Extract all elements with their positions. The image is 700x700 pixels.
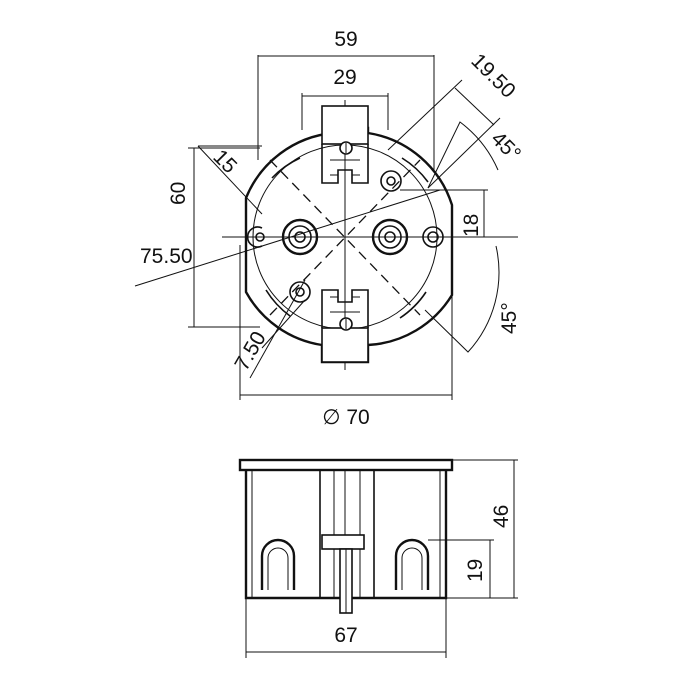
slot-left [260, 538, 296, 590]
post-clamp [321, 534, 365, 550]
bottom-clamp [321, 327, 369, 363]
angle-arc-top [427, 121, 499, 189]
centerline-diag-1 [269, 159, 421, 316]
top-clamp-inner [321, 144, 369, 184]
centerline-diag-2 [269, 159, 421, 316]
right-boss [371, 218, 409, 256]
slot-upper-right [401, 157, 429, 183]
bottom-clamp-notch [330, 296, 360, 313]
angle-arc-bottom [424, 245, 500, 353]
dim-19-label: 19 [464, 559, 487, 582]
dim-18-label: 18 [460, 214, 483, 237]
left-boss [281, 218, 319, 256]
dim-59-label: 59 [334, 28, 357, 51]
right-small-hole [422, 226, 444, 248]
side-view: 46 19 67 [238, 458, 518, 658]
dim-29-label: 29 [333, 66, 356, 89]
dim-19-50-label: 19.50 [466, 49, 519, 102]
angle-bottom-label: 45° [498, 302, 521, 334]
dim-46-label: 46 [490, 505, 513, 528]
dimline-7-50 [261, 299, 306, 349]
rim [238, 458, 454, 472]
left-small-hole [246, 226, 265, 248]
dim-15-label: 15 [208, 145, 241, 178]
top-clamp-notch [330, 159, 360, 176]
upper-right-hole [380, 170, 402, 192]
box-outline [244, 126, 454, 364]
top-view: 59 29 19.50 45° 15 60 18 75.50 45° [134, 28, 525, 429]
dim-60-label: 60 [167, 182, 190, 205]
slot-lower-right [399, 291, 427, 319]
dim-75-50-label: 75.50 [140, 245, 193, 268]
angle-top-label: 45° [486, 127, 525, 166]
dimline-75-50 [134, 189, 441, 287]
slot-lower-left [265, 289, 291, 317]
bottom-clamp-inner [321, 289, 369, 328]
dim-70-label: ∅ 70 [322, 406, 370, 429]
top-clamp [321, 105, 369, 145]
slot-upper-left [271, 157, 301, 179]
slot-right [394, 538, 430, 590]
dimline-19-50 [454, 87, 495, 126]
dim-67-label: 67 [334, 624, 357, 647]
